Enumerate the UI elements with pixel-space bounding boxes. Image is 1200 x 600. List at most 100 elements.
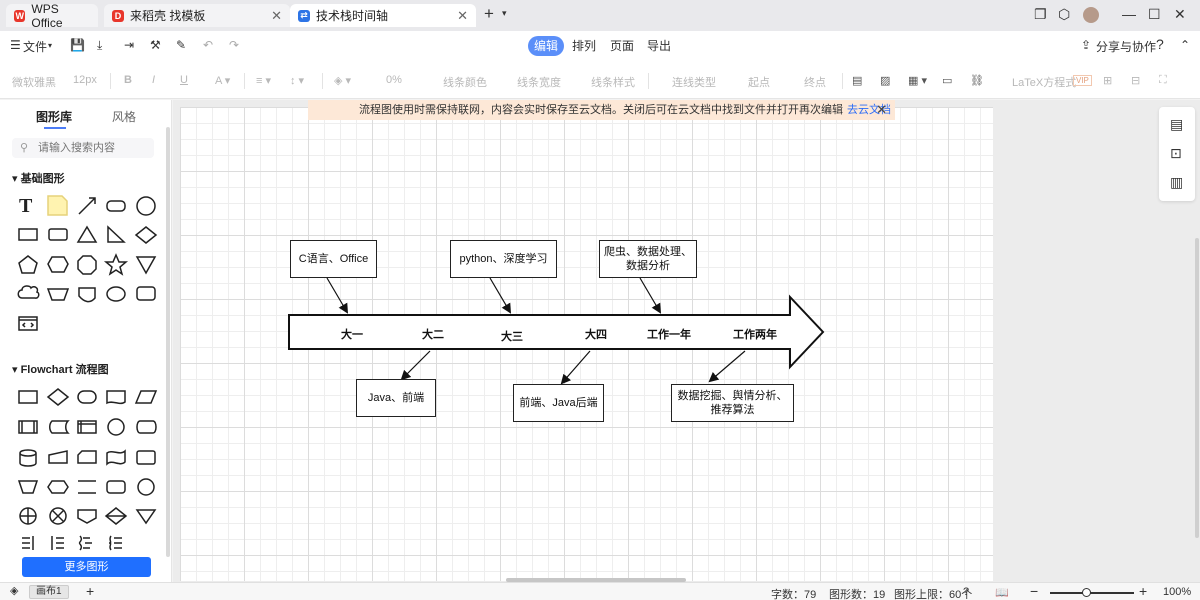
- docer-logo-icon: D: [112, 9, 124, 22]
- fill-color-icon[interactable]: ◈ ▾: [334, 75, 352, 87]
- group-icon[interactable]: ⊞: [1103, 75, 1113, 87]
- timeline-node[interactable]: C语言、Office: [290, 240, 377, 278]
- layout-icon[interactable]: ▤: [852, 75, 863, 87]
- file-menu[interactable]: 文件: [23, 40, 48, 54]
- underline-icon[interactable]: U: [180, 74, 188, 86]
- line-color-select[interactable]: 线条颜色: [443, 77, 487, 89]
- menu-icon[interactable]: ☰: [10, 38, 21, 52]
- export-icon[interactable]: ⇥: [124, 38, 135, 52]
- new-tab-icon[interactable]: +: [484, 4, 494, 23]
- avatar[interactable]: [1083, 7, 1099, 23]
- search-box[interactable]: ⚲: [12, 138, 154, 158]
- line-width-select[interactable]: 线条宽度: [517, 77, 561, 89]
- lock-icon[interactable]: ⛶: [1159, 74, 1167, 86]
- zoom-slider[interactable]: [1050, 588, 1134, 597]
- download-icon[interactable]: ⤓: [97, 38, 103, 52]
- comment-icon[interactable]: ▭: [942, 75, 953, 87]
- mode-tab-page[interactable]: 页面: [610, 39, 635, 53]
- horizontal-scrollbar[interactable]: [506, 578, 686, 582]
- tab-style[interactable]: 风格: [112, 110, 137, 124]
- save-icon[interactable]: 💾: [70, 38, 85, 52]
- chevron-down-icon[interactable]: ▾: [502, 8, 507, 18]
- search-input[interactable]: [38, 138, 148, 158]
- tab-label: 来稻壳 找模板: [130, 9, 206, 23]
- eraser-icon[interactable]: ✎: [176, 38, 187, 52]
- font-family-select[interactable]: 微软雅黑: [12, 77, 56, 89]
- share-button[interactable]: 分享与协作: [1096, 40, 1157, 54]
- cloud-shape-icon: [17, 285, 40, 299]
- go-cloud-docs-link[interactable]: 去云文档: [847, 104, 891, 116]
- minimize-icon[interactable]: —: [1122, 6, 1136, 22]
- table-icon[interactable]: ▦ ▾: [908, 75, 927, 87]
- end-point-select[interactable]: 终点: [804, 77, 826, 89]
- add-page-icon[interactable]: +: [86, 583, 95, 599]
- timeline-node[interactable]: Java、前端: [356, 379, 436, 417]
- help-icon[interactable]: ?: [1156, 36, 1164, 52]
- image-icon[interactable]: ▨: [880, 75, 891, 87]
- inverted-triangle-shape-icon: [135, 256, 157, 275]
- share-icon[interactable]: ⇪: [1081, 38, 1092, 52]
- zoom-level[interactable]: 100%: [1163, 586, 1192, 598]
- right-triangle-shape-icon: [107, 225, 126, 243]
- tab-shape-library[interactable]: 图形库: [36, 110, 73, 124]
- section-flowchart[interactable]: ▾ Flowchart 流程图: [12, 364, 109, 376]
- timeline-node[interactable]: 爬虫、数据处理、 数据分析: [599, 240, 697, 278]
- connector-arrow: [400, 350, 431, 381]
- font-size-select[interactable]: 12px: [73, 74, 97, 86]
- tab-document[interactable]: ⇄ 技术栈时间轴 ✕: [290, 4, 476, 27]
- zoom-out-icon[interactable]: −: [1030, 583, 1039, 599]
- scrollbar[interactable]: [166, 127, 170, 557]
- line-style-select[interactable]: 线条样式: [591, 77, 635, 89]
- mode-tab-arrange[interactable]: 排列: [572, 39, 597, 53]
- timeline-node[interactable]: 前端、Java后端: [513, 384, 604, 422]
- tab-wps-office[interactable]: W WPS Office: [6, 2, 98, 30]
- zoom-in-icon[interactable]: +: [1139, 583, 1148, 599]
- close-icon[interactable]: ✕: [876, 102, 887, 117]
- timeline-node[interactable]: python、深度学习: [450, 240, 557, 278]
- cube-icon[interactable]: ⬡: [1058, 6, 1071, 22]
- redo-icon[interactable]: ↷: [229, 38, 240, 52]
- line-spacing-icon[interactable]: ↕ ▾: [290, 75, 305, 87]
- timeline-node[interactable]: 数据挖掘、舆情分析、 推荐算法: [671, 384, 794, 422]
- vertical-scrollbar[interactable]: [1195, 238, 1199, 538]
- circle-shape-icon: [136, 196, 156, 216]
- process-shape-icon: [18, 390, 38, 404]
- mode-tab-edit[interactable]: 编辑: [528, 36, 565, 56]
- window-tile-icon[interactable]: ❐: [1034, 6, 1047, 22]
- section-basic-shapes[interactable]: ▾ 基础图形: [12, 173, 65, 185]
- close-icon[interactable]: ✕: [271, 8, 282, 23]
- book-icon[interactable]: 📖: [995, 587, 1009, 599]
- page-settings-icon[interactable]: ▤: [1170, 116, 1184, 132]
- chart-icon[interactable]: ▥: [1170, 174, 1184, 190]
- maximize-icon[interactable]: ☐: [1148, 6, 1161, 22]
- ellipse-shape-icon: [106, 286, 126, 302]
- collapse-icon[interactable]: ⌃: [1180, 38, 1191, 52]
- timeline-arrow: [288, 294, 825, 370]
- layers-icon[interactable]: ◈: [10, 585, 19, 597]
- close-window-icon[interactable]: ✕: [1174, 6, 1186, 22]
- more-shapes-button[interactable]: 更多图形: [22, 557, 151, 577]
- right-toolbar: ▤ ⊡ ▥: [1159, 107, 1195, 201]
- italic-icon[interactable]: I: [152, 74, 156, 86]
- drawing-canvas[interactable]: C语言、Office python、深度学习 爬虫、数据处理、 数据分析 Jav…: [180, 107, 993, 581]
- undo-icon[interactable]: ↶: [203, 38, 214, 52]
- rounded-rect-shape-icon: [106, 200, 126, 212]
- zoom-slider-handle[interactable]: [1082, 588, 1091, 597]
- mode-tab-export[interactable]: 导出: [647, 39, 672, 53]
- ungroup-icon[interactable]: ⊟: [1131, 75, 1141, 87]
- link-icon[interactable]: ⛓: [970, 75, 984, 87]
- tab-template[interactable]: D 来稻壳 找模板 ✕: [104, 4, 290, 27]
- connector-type-select[interactable]: 连线类型: [672, 77, 716, 89]
- format-panel-icon[interactable]: ⊡: [1170, 145, 1182, 161]
- align-icon[interactable]: ≡ ▾: [256, 75, 271, 87]
- opacity-input[interactable]: 0%: [386, 74, 402, 86]
- latex-button[interactable]: LaTeX方程式: [1012, 77, 1077, 89]
- font-color-icon[interactable]: A ▾: [215, 75, 231, 87]
- bold-icon[interactable]: B: [124, 74, 132, 86]
- help-circle-icon[interactable]: ?: [963, 586, 970, 598]
- close-icon[interactable]: ✕: [457, 8, 468, 23]
- star-shape-icon: [103, 253, 129, 276]
- page-tab[interactable]: 画布1: [29, 585, 69, 599]
- start-point-select[interactable]: 起点: [748, 77, 770, 89]
- format-painter-icon[interactable]: ⚒: [150, 38, 161, 52]
